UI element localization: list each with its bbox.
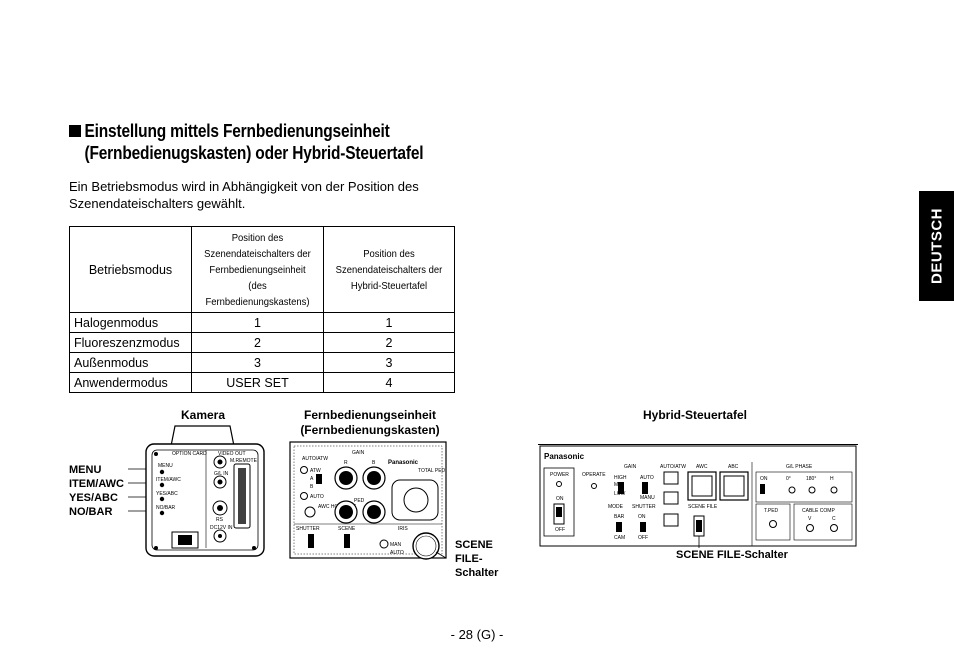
table-header-hybrid: Position des Szenendateischalters der Hy… bbox=[323, 226, 455, 313]
svg-text:AUTO/ATW: AUTO/ATW bbox=[302, 456, 328, 462]
svg-text:AWC: AWC bbox=[696, 464, 708, 470]
svg-text:HIGH: HIGH bbox=[614, 475, 627, 481]
svg-text:H: H bbox=[830, 476, 834, 482]
table-cell: 2 bbox=[191, 332, 324, 353]
svg-text:ABC: ABC bbox=[728, 464, 739, 470]
camera-label-no-bar: NO/BAR bbox=[69, 506, 113, 518]
svg-text:SCENE FILE: SCENE FILE bbox=[688, 504, 718, 510]
svg-text:OFF: OFF bbox=[555, 527, 565, 533]
table-header-remote: Position des Szenendateischalters der Fe… bbox=[191, 226, 324, 313]
table-cell: 3 bbox=[191, 352, 324, 373]
camera-label-item-awc: ITEM/AWC bbox=[69, 478, 124, 490]
svg-text:AUTO: AUTO bbox=[390, 550, 404, 556]
option-card-label: OPTION CARD bbox=[172, 451, 207, 457]
svg-text:B: B bbox=[372, 460, 376, 466]
svg-text:TOTAL PED: TOTAL PED bbox=[418, 468, 446, 474]
svg-text:G/L PHASE: G/L PHASE bbox=[786, 464, 813, 470]
heading-line-1: Einstellung mittels Fernbedienungseinhei… bbox=[84, 121, 390, 141]
svg-text:AUTO/ATW: AUTO/ATW bbox=[660, 464, 686, 470]
svg-text:AUTO: AUTO bbox=[310, 494, 324, 500]
svg-text:T.PED: T.PED bbox=[764, 508, 779, 514]
svg-text:SHUTTER: SHUTTER bbox=[296, 526, 320, 532]
svg-text:ATW: ATW bbox=[310, 468, 321, 474]
table-row: Fluoreszenzmodus 2 2 bbox=[69, 332, 455, 353]
svg-text:DC12V IN: DC12V IN bbox=[210, 525, 233, 531]
hybrid-caption: Hybrid-Steuertafel bbox=[642, 408, 748, 422]
camera-label-menu: MENU bbox=[69, 464, 102, 476]
table-cell: Halogenmodus bbox=[69, 312, 192, 333]
svg-text:ON: ON bbox=[556, 496, 564, 502]
camera-label-yes-abc: YES/ABC bbox=[69, 492, 118, 504]
table-cell: 1 bbox=[323, 312, 455, 333]
svg-text:GAIN: GAIN bbox=[352, 450, 365, 456]
svg-text:NO/BAR: NO/BAR bbox=[156, 505, 176, 511]
mode-table: Betriebsmodus Position des Szenendateisc… bbox=[69, 226, 455, 393]
svg-text:C: C bbox=[832, 516, 836, 522]
table-cell: Fluoreszenzmodus bbox=[69, 332, 192, 353]
section-heading: Einstellung mittels Fernbedienungseinhei… bbox=[69, 120, 489, 164]
language-tab-label: DEUTSCH bbox=[928, 207, 945, 285]
heading-bullet-icon bbox=[69, 125, 81, 137]
svg-text:G/L IN: G/L IN bbox=[214, 471, 229, 477]
hybrid-control-panel-illustration: Panasonic POWER ON OFF OPERATE GAIN HIGH… bbox=[538, 444, 858, 548]
svg-text:SCENE: SCENE bbox=[338, 526, 356, 532]
svg-text:Panasonic: Panasonic bbox=[388, 460, 419, 466]
svg-text:ITEM/AWC: ITEM/AWC bbox=[156, 477, 181, 483]
table-cell: 2 bbox=[323, 332, 455, 353]
camera-caption: Kamera bbox=[180, 408, 226, 422]
intro-paragraph: Ein Betriebsmodus wird in Abhängigkeit v… bbox=[69, 179, 419, 211]
table-row: Halogenmodus 1 1 bbox=[69, 312, 455, 333]
hybrid-scene-file-callout: SCENE FILE-Schalter bbox=[676, 549, 788, 561]
table-header-mode: Betriebsmodus bbox=[69, 226, 192, 313]
remote-scene-file-callout: SCENE FILE- Schalter bbox=[455, 539, 499, 579]
svg-text:RS: RS bbox=[216, 517, 224, 523]
svg-text:ON: ON bbox=[760, 476, 768, 482]
remote-control-illustration: Panasonic AUTO/ATW ATW A B AUTO AWC HOLD… bbox=[289, 441, 447, 560]
svg-text:OFF: OFF bbox=[638, 535, 648, 541]
svg-text:Panasonic: Panasonic bbox=[544, 452, 585, 461]
table-cell: USER SET bbox=[191, 372, 324, 393]
remote-caption: Fernbedienungseinheit (Fernbedienungskas… bbox=[300, 408, 440, 437]
table-cell: 4 bbox=[323, 372, 455, 393]
svg-text:MODE: MODE bbox=[608, 504, 624, 510]
page-number: - 28 (G) - bbox=[450, 627, 504, 642]
svg-text:CABLE COMP: CABLE COMP bbox=[802, 508, 835, 514]
svg-text:GAIN: GAIN bbox=[624, 464, 637, 470]
svg-text:R: R bbox=[344, 460, 348, 466]
svg-text:ON: ON bbox=[638, 514, 646, 520]
table-header-row: Betriebsmodus Position des Szenendateisc… bbox=[69, 226, 455, 313]
svg-text:YES/ABC: YES/ABC bbox=[156, 491, 178, 497]
language-side-tab: DEUTSCH bbox=[919, 191, 954, 301]
svg-text:SHUTTER: SHUTTER bbox=[632, 504, 656, 510]
svg-text:0°: 0° bbox=[786, 476, 791, 482]
svg-text:BAR: BAR bbox=[614, 514, 625, 520]
svg-text:V: V bbox=[808, 516, 812, 522]
svg-text:OPERATE: OPERATE bbox=[582, 472, 606, 478]
heading-line-2: (Fernbedienugskasten) oder Hybrid-Steuer… bbox=[84, 143, 424, 163]
svg-text:MAN: MAN bbox=[390, 542, 402, 548]
table-cell: 1 bbox=[191, 312, 324, 333]
svg-text:POWER: POWER bbox=[550, 472, 569, 478]
svg-text:CAM: CAM bbox=[614, 535, 625, 541]
svg-text:IRIS: IRIS bbox=[398, 526, 408, 532]
table-cell: Außenmodus bbox=[69, 352, 192, 373]
table-cell: 3 bbox=[323, 352, 455, 373]
video-out-label: VIDEO OUT bbox=[218, 451, 246, 457]
svg-text:M.REMOTE: M.REMOTE bbox=[230, 458, 258, 464]
svg-text:AUTO: AUTO bbox=[640, 475, 654, 481]
svg-text:180°: 180° bbox=[806, 476, 816, 482]
svg-text:A: A bbox=[310, 476, 314, 482]
svg-text:PED: PED bbox=[354, 498, 365, 504]
svg-text:MENU: MENU bbox=[158, 463, 173, 469]
camera-rear-illustration: OPTION CARD VIDEO OUT MENU ITEM/AWC YES/… bbox=[128, 425, 265, 557]
table-row: Anwendermodus USER SET 4 bbox=[69, 372, 455, 393]
table-row: Außenmodus 3 3 bbox=[69, 352, 455, 373]
table-cell: Anwendermodus bbox=[69, 372, 192, 393]
svg-text:B: B bbox=[310, 484, 314, 490]
svg-text:MANU: MANU bbox=[640, 495, 655, 501]
